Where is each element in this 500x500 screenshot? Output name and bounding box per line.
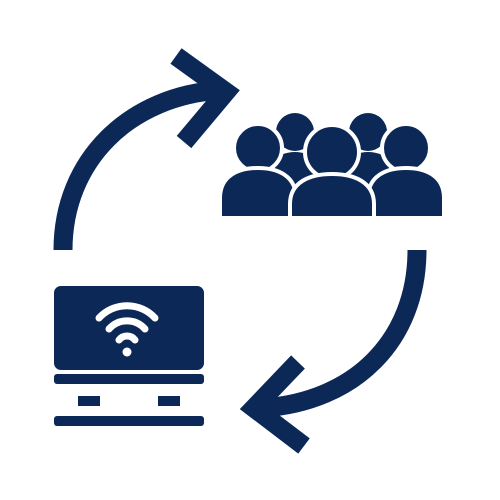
wifi-icon (95, 302, 159, 357)
monitor-bezel (54, 374, 204, 384)
person-front-center (288, 123, 376, 220)
monitor-base (54, 416, 204, 426)
person-front-right (366, 122, 446, 220)
curved-arrow-left-icon (239, 249, 427, 454)
monitor-foot-right (158, 396, 180, 406)
curved-arrow-right-icon (53, 48, 240, 251)
people-group-icon (218, 113, 446, 220)
monitor-icon (54, 286, 204, 426)
person-front-left (218, 122, 298, 220)
monitor-foot-left (78, 396, 100, 406)
monitor-screen (54, 286, 204, 370)
